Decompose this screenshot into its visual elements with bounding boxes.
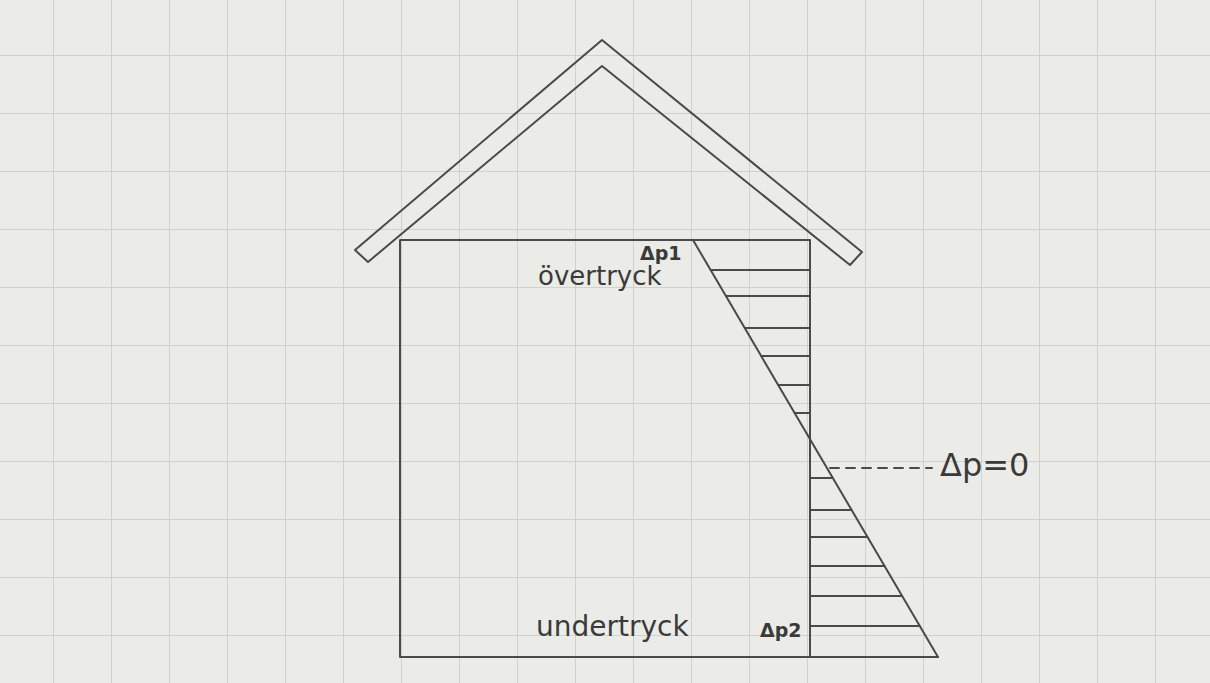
hatch-line [810, 565, 885, 567]
hatch-line [745, 327, 810, 329]
pressure-label: övertryck [538, 262, 662, 291]
pressure-hatching [711, 270, 920, 626]
base-line [810, 656, 938, 658]
hatch-line [795, 412, 810, 414]
pressure-label: Δp=0 [940, 448, 1029, 483]
hatch-line [761, 355, 810, 357]
pressure-label: undertryck [536, 612, 689, 643]
hatch-line [810, 509, 852, 511]
neutral-line [830, 467, 932, 469]
pressure-line [693, 240, 938, 657]
hatch-line [726, 295, 810, 297]
house-wall [400, 240, 810, 657]
hatch-line [778, 384, 810, 386]
hatch-line [810, 595, 902, 597]
hatch-line [810, 625, 920, 627]
hatch-line [810, 477, 833, 479]
hatch-line [711, 269, 810, 271]
hatch-line [810, 536, 868, 538]
roof [355, 40, 862, 265]
pressure-label: Δp1 [640, 243, 682, 264]
pressure-label: Δp2 [760, 620, 802, 641]
